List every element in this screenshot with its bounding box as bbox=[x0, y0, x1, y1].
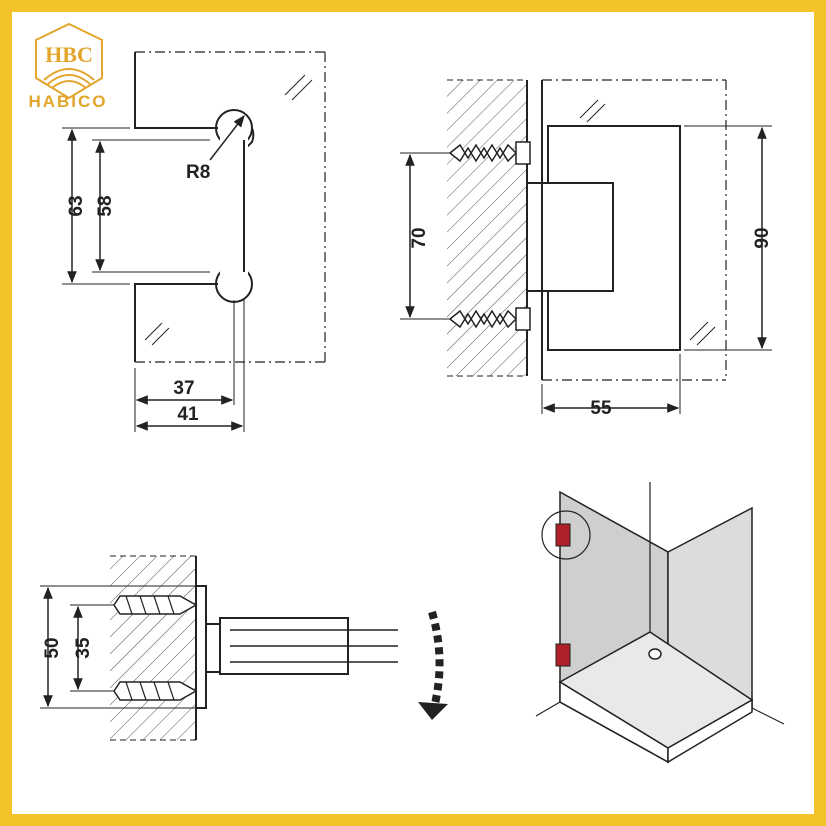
dim-37: 37 bbox=[173, 378, 194, 399]
top-left-glass-cutout-view bbox=[62, 51, 326, 432]
brand-name: HABICO bbox=[28, 92, 108, 111]
shower-enclosure-icon bbox=[535, 482, 785, 764]
dim-58: 58 bbox=[95, 195, 116, 216]
bottom-left-side-view bbox=[40, 555, 398, 741]
curved-rotation-arrow-icon bbox=[418, 610, 448, 720]
dim-63: 63 bbox=[66, 195, 87, 216]
dim-70: 70 bbox=[409, 227, 430, 248]
dim-90: 90 bbox=[752, 227, 773, 248]
habico-logo-icon: HBC bbox=[35, 22, 103, 100]
dim-35: 35 bbox=[73, 637, 94, 659]
dim-41: 41 bbox=[177, 404, 199, 425]
top-right-wall-mount-view bbox=[400, 79, 772, 414]
hinge-highlight-circle bbox=[541, 510, 591, 560]
radius-label: R8 bbox=[186, 162, 210, 183]
dim-55: 55 bbox=[590, 398, 612, 419]
hinge-top-icon bbox=[555, 523, 571, 547]
logo-monogram: HBC bbox=[45, 42, 93, 67]
dim-50: 50 bbox=[42, 637, 63, 658]
hinge-bottom-icon bbox=[555, 643, 571, 667]
